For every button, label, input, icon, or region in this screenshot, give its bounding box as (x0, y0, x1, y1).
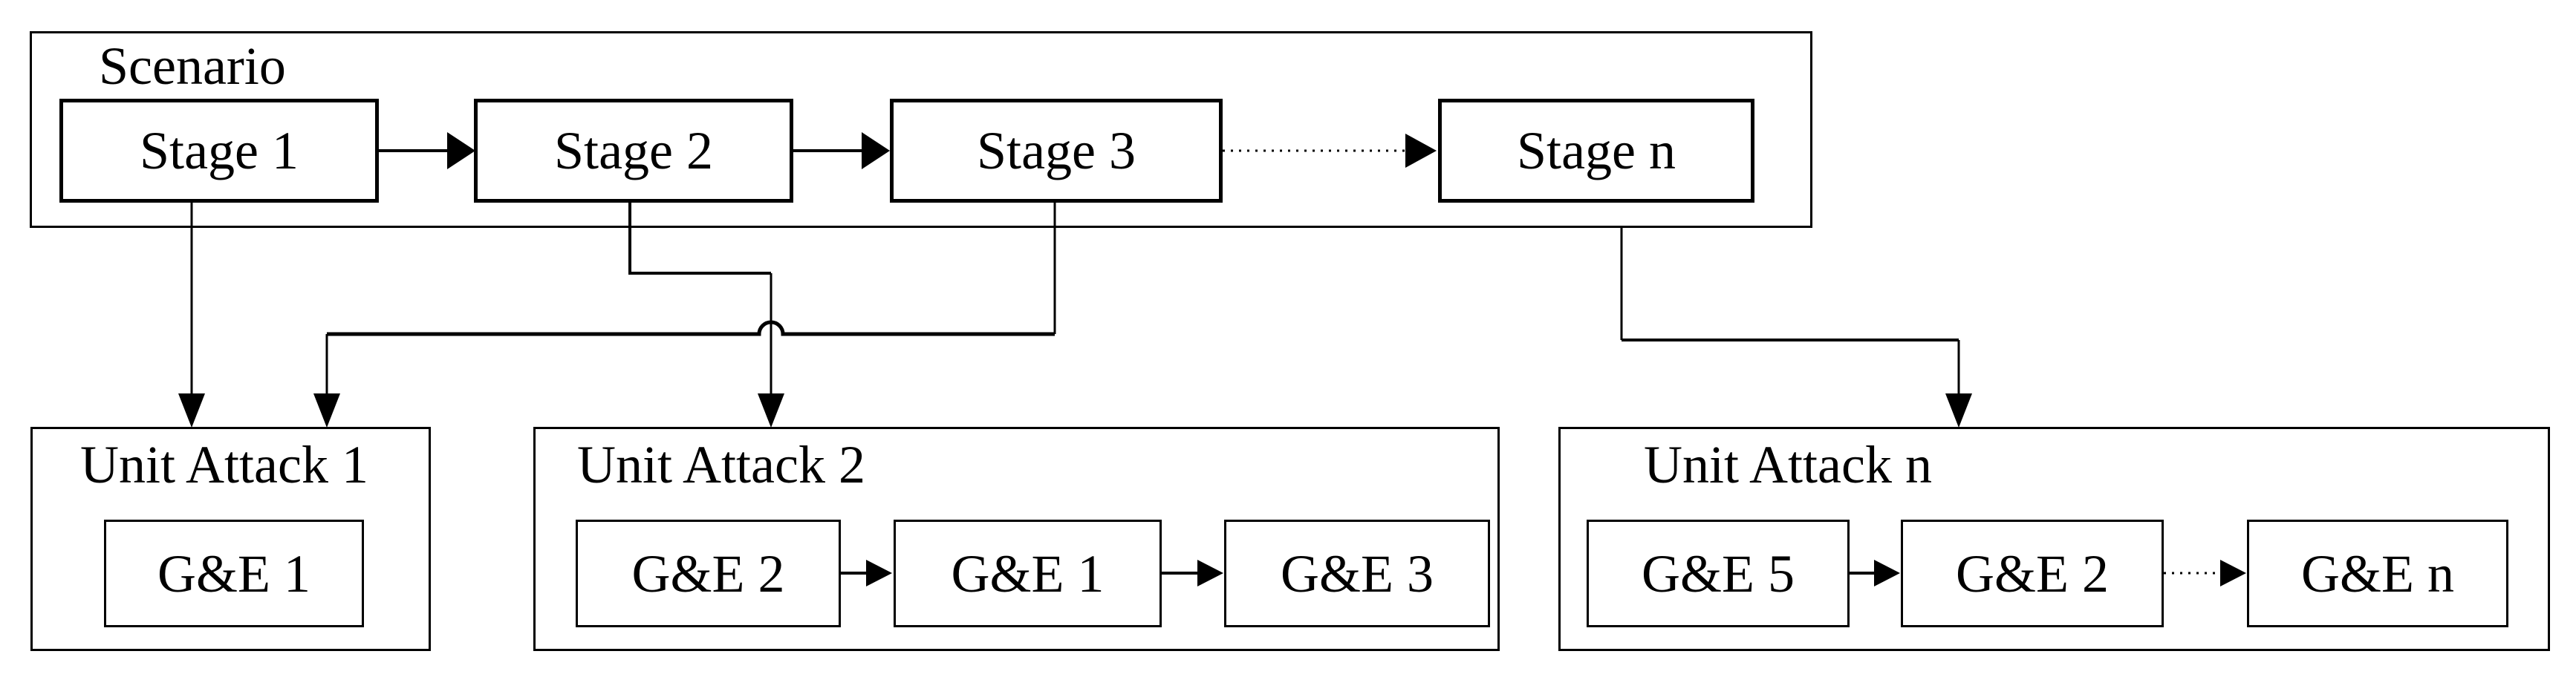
stage-1-box: Stage 1 (59, 99, 379, 203)
uan-ge-box-2: G&E 2 (1901, 520, 2164, 627)
ua2-ge-box-3: G&E 3 (1224, 520, 1490, 627)
stage-3-label: Stage 3 (977, 121, 1136, 180)
unit-attack-1-label: Unit Attack 1 (80, 435, 368, 494)
arrow-stage1-stage2-head (447, 132, 475, 169)
connector-stage1-ua1-head (178, 393, 205, 428)
uan-ge-label-2: G&E 2 (1956, 543, 2109, 604)
ua1-ge-box-1: G&E 1 (104, 520, 364, 627)
ua1-ge-label-1: G&E 1 (157, 543, 310, 604)
connector-stage3-ua1-head (313, 393, 340, 428)
ua2-ge-label-1: G&E 2 (631, 543, 785, 604)
stage-3-box: Stage 3 (890, 99, 1223, 203)
connector-stagen-uan-head (1945, 393, 1972, 428)
ua2-ge-label-2: G&E 1 (951, 543, 1105, 604)
arrow-ua2-ge2-ge3-head (1197, 560, 1223, 586)
uan-ge-box-1: G&E 5 (1587, 520, 1850, 627)
uan-ge-label-1: G&E 5 (1642, 543, 1795, 604)
stage-2-box: Stage 2 (474, 99, 793, 203)
connector-stage3-ua1-horizontal-with-jump (327, 320, 1055, 336)
unit-attack-n-label: Unit Attack n (1644, 435, 1932, 494)
ua2-ge-label-3: G&E 3 (1281, 543, 1434, 604)
stage-n-box: Stage n (1438, 99, 1754, 203)
stage-1-label: Stage 1 (140, 121, 299, 180)
stage-n-label: Stage n (1517, 121, 1676, 180)
scenario-label: Scenario (99, 36, 286, 96)
uan-ge-label-3: G&E n (2301, 543, 2454, 604)
stage-2-label: Stage 2 (554, 121, 713, 180)
arrow-uan-ge1-ge2-head (1874, 560, 1900, 586)
ua2-ge-box-2: G&E 1 (894, 520, 1162, 627)
connector-stage2-ua2-head (758, 393, 784, 428)
connector-stage2-ua2-jog (628, 203, 771, 275)
arrow-stage3-stagen-head (1405, 134, 1437, 168)
unit-attack-2-label: Unit Attack 2 (577, 435, 865, 494)
arrow-stage2-stage3-head (862, 132, 890, 169)
ua2-ge-box-1: G&E 2 (576, 520, 841, 627)
arrow-ua2-ge1-ge2-head (866, 560, 892, 586)
uan-ge-box-3: G&E n (2247, 520, 2508, 627)
arrow-uan-ge2-gen-head (2220, 560, 2246, 586)
